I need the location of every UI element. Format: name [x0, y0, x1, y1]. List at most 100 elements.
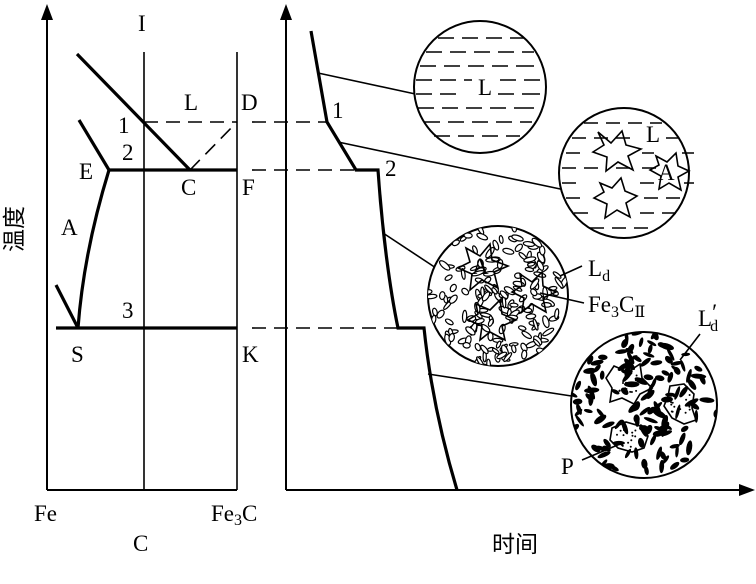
pearlite-region-3: [609, 421, 649, 453]
temperature-axis-arrow: [41, 4, 53, 20]
pearlite-dot: [670, 403, 673, 406]
axis-label-fe3c: Fe3C: [211, 501, 257, 529]
grain: [476, 232, 489, 241]
cooling-curve-chart: 1 2 时间: [252, 4, 755, 558]
label-alloy-i: I: [138, 11, 146, 36]
grain: [448, 294, 458, 304]
grain: [602, 421, 615, 429]
pearlite-dot: [671, 401, 674, 404]
microstructure-liquid-austenite: L A: [558, 107, 694, 239]
pearlite-dot: [629, 390, 632, 393]
grain: [652, 430, 664, 437]
transformed-ledeburite-label: L′d: [698, 300, 718, 335]
grain: [670, 361, 683, 366]
grain: [603, 438, 611, 448]
grain: [643, 374, 654, 381]
label-point-s: S: [71, 342, 84, 367]
grain: [602, 445, 611, 452]
label-point-c: C: [181, 175, 196, 200]
leader-line-2: [337, 141, 566, 191]
label-point-3: 3: [122, 298, 134, 323]
grain: [461, 287, 470, 296]
c-to-d-dashline: [189, 121, 238, 171]
grain: [661, 415, 669, 428]
grain: [657, 342, 666, 348]
pearlite-region-2: [663, 383, 698, 425]
microstructure-circle-1: [413, 20, 547, 154]
label-point-1: 1: [118, 113, 130, 138]
time-axis-label: 时间: [492, 532, 538, 558]
grain: [686, 440, 693, 456]
pearlite-dot: [684, 411, 687, 414]
pearlite-dot: [634, 429, 637, 432]
grain: [583, 408, 593, 414]
grain: [594, 364, 601, 373]
grain: [575, 380, 582, 391]
grain: [654, 426, 665, 432]
grain: [661, 425, 668, 437]
grain: [588, 392, 594, 406]
grain: [633, 414, 640, 424]
grain: [486, 358, 492, 366]
primary-austenite-dendrite-2: [510, 270, 558, 314]
grain: [679, 386, 689, 398]
pearlite-dot: [676, 410, 679, 413]
pearlite-dot: [673, 405, 676, 408]
grain: [686, 368, 692, 383]
grain: [650, 434, 657, 446]
grain: [599, 370, 605, 380]
grain: [612, 440, 625, 446]
grain: [503, 352, 513, 363]
time-axis-arrow: [739, 484, 755, 496]
fe3c-leader-line: [539, 292, 585, 304]
ld-prime-leader-line: [679, 333, 701, 361]
primary-austenite-dendrite-1: [456, 242, 511, 292]
pearlite-dot: [638, 378, 640, 380]
grain: [666, 347, 675, 361]
grain: [652, 409, 666, 419]
grain: [621, 338, 629, 349]
grain: [576, 403, 582, 415]
pearlite-dot: [621, 444, 624, 447]
grain: [632, 404, 640, 412]
grain: [632, 355, 642, 363]
transformed-ledeburite-grains: [571, 332, 717, 476]
grain: [465, 326, 476, 336]
grain: [438, 260, 451, 271]
label-austenite-region: A: [61, 215, 78, 240]
liquidus-line-ac: [75, 52, 192, 172]
grain: [643, 352, 655, 358]
pearlite-dot: [685, 398, 688, 401]
cooling-label-1: 1: [332, 98, 344, 123]
grain: [631, 332, 643, 336]
grain: [536, 260, 545, 271]
grain: [640, 357, 651, 367]
austenite-dendrite-1: [591, 129, 644, 173]
grain: [638, 337, 644, 348]
cooling-temperature-axis-arrow: [280, 4, 292, 20]
grain: [671, 365, 681, 373]
pearlite-dots: [616, 374, 691, 448]
grain: [462, 341, 471, 349]
grain: [428, 293, 438, 300]
grain: [643, 417, 658, 424]
grain: [611, 389, 620, 395]
grain: [590, 359, 604, 366]
primary-austenite-dendrite-3: [466, 298, 519, 342]
secondary-cementite-label: Fe3CⅡ: [588, 292, 645, 321]
grain: [687, 379, 697, 390]
grain: [517, 325, 527, 331]
grain: [431, 307, 438, 317]
grain: [646, 389, 655, 399]
label-point-f: F: [242, 175, 255, 200]
grain: [514, 243, 524, 253]
grain: [511, 234, 524, 242]
grain: [647, 340, 657, 347]
grain: [444, 318, 454, 326]
grain: [652, 332, 659, 341]
grain: [529, 278, 540, 290]
grain: [583, 367, 597, 374]
grain: [531, 237, 543, 248]
grain: [495, 340, 502, 349]
